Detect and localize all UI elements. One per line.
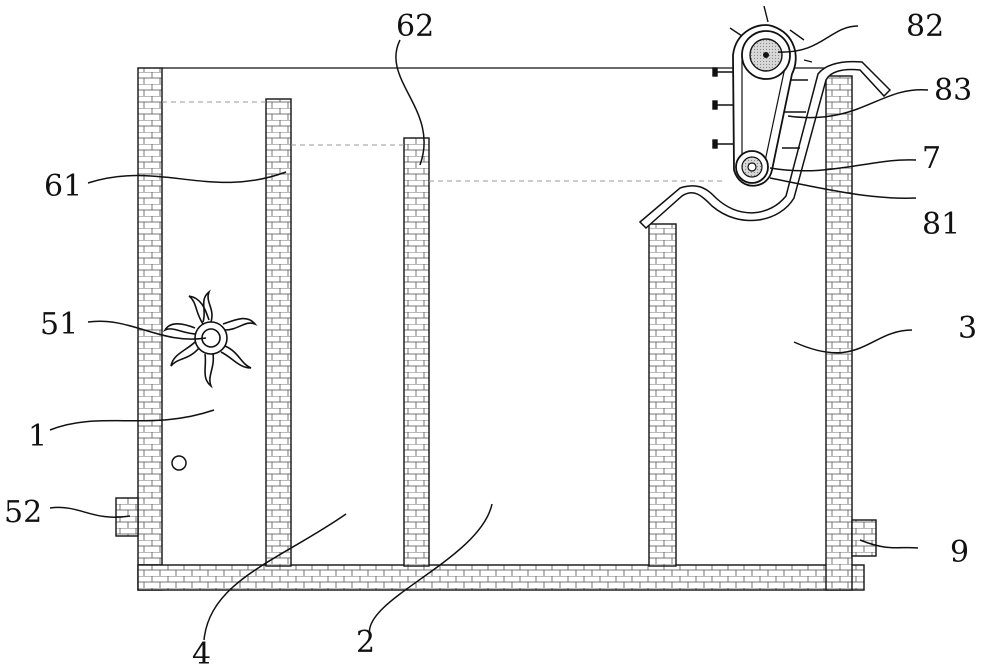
- label-62: 62: [396, 9, 434, 44]
- label-83: 83: [934, 73, 972, 108]
- partition-wall-61: [265, 98, 292, 567]
- partition-wall-3: [648, 223, 677, 567]
- label-1: 1: [28, 419, 47, 454]
- water-level-lines: [162, 101, 722, 182]
- small-hole: [171, 455, 187, 471]
- label-52: 52: [4, 495, 42, 530]
- label-9: 9: [950, 535, 969, 570]
- label-81: 81: [922, 207, 960, 242]
- agitator-51: [162, 289, 258, 389]
- flow-guide-plate: [638, 60, 892, 230]
- outlet-pipe-9: [851, 519, 877, 557]
- label-82: 82: [906, 9, 944, 44]
- label-61: 61: [44, 169, 82, 204]
- label-3: 3: [958, 311, 977, 346]
- label-2: 2: [356, 625, 375, 660]
- tank-walls: [137, 67, 865, 591]
- labels: 62 82 83 7 61 81 51 3 1 52 9 2 4: [4, 9, 977, 671]
- partition-wall-62: [403, 137, 430, 567]
- tank-floor: [137, 564, 865, 591]
- conveyor-assembly: [712, 5, 813, 187]
- right-outer-wall: [825, 75, 853, 591]
- leader-lines: [49, 25, 929, 641]
- label-4: 4: [192, 637, 211, 671]
- label-51: 51: [40, 307, 78, 342]
- label-7: 7: [922, 141, 941, 176]
